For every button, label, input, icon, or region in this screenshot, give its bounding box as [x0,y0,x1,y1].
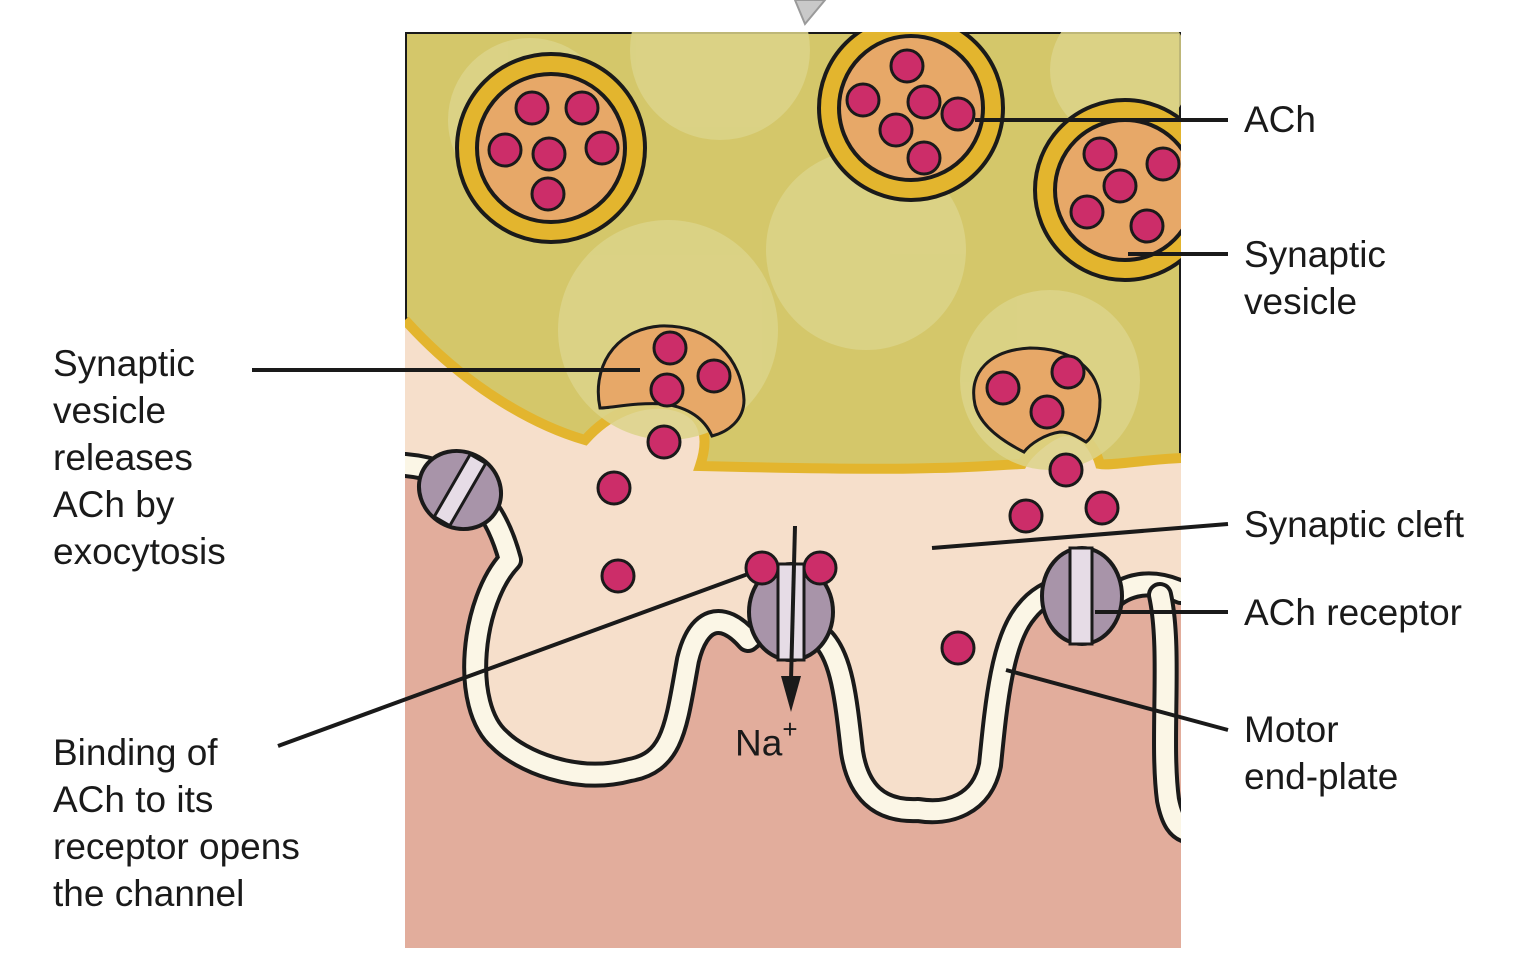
ach-receptor-right [1040,546,1124,646]
label-synaptic-vesicle: Synaptic vesicle [1244,231,1386,325]
label-line: end-plate [1244,756,1399,797]
label-line: receptor opens [53,826,300,867]
label-line: Motor [1244,709,1339,750]
label-line: vesicle [1244,281,1358,322]
sodium-ion-label: Na+ [735,714,798,764]
label-line: exocytosis [53,531,226,572]
label-binding: Binding of ACh to its receptor opens the… [53,729,300,917]
label-synaptic-cleft: Synaptic cleft [1244,501,1464,548]
bound-ach [744,550,838,586]
label-line: the channel [53,873,245,914]
ach-receptor-left [416,448,504,532]
membrane-fold-right-core [1151,586,1181,839]
label-line: ACh to its [53,779,214,820]
label-ach: ACh [1244,96,1316,143]
ion-charge: + [782,714,798,744]
leader-synaptic-cleft [931,522,1229,550]
label-line: releases [53,437,193,478]
label-line: ACh by [53,484,175,525]
ion-base: Na [735,722,783,764]
label-line: Synaptic [1244,234,1386,275]
top-arrow-tip [793,0,827,26]
leader-motor-end-plate [1005,668,1229,732]
label-line: Binding of [53,732,218,773]
label-line: Synaptic [53,343,195,384]
ach-molecules [487,48,1181,666]
label-ach-receptor: ACh receptor [1244,589,1462,636]
label-motor-end-plate: Motor end-plate [1244,706,1398,800]
sodium-influx-arrow [781,525,801,712]
label-synaptic-cleft-text: Synaptic cleft [1244,504,1465,545]
label-ach-receptor-text: ACh receptor [1244,592,1462,633]
label-line: vesicle [53,390,167,431]
label-vesicle-release: Synaptic vesicle releases ACh by exocyto… [53,340,226,575]
leader-lines [252,118,1229,748]
label-ach-text: ACh [1244,99,1316,140]
leader-binding [277,572,749,748]
